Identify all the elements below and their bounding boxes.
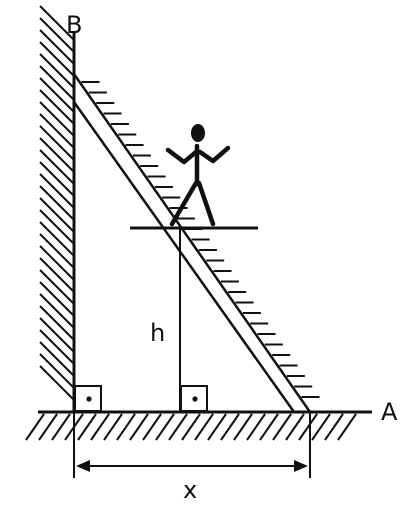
ladder-rail-upper bbox=[72, 73, 312, 413]
wall-hatch-stroke bbox=[39, 29, 75, 65]
wall-hatch-stroke bbox=[39, 185, 75, 221]
ground-hatch-stroke bbox=[77, 413, 97, 441]
ground-hatch-stroke bbox=[285, 413, 305, 441]
x-arrow-right bbox=[294, 460, 308, 472]
ground-hatch-stroke bbox=[259, 413, 279, 441]
wall-hatch-stroke bbox=[39, 17, 75, 53]
ground-hatch-stroke bbox=[90, 413, 110, 441]
wall-hatch-stroke bbox=[39, 5, 75, 41]
wall-hatch-stroke bbox=[39, 209, 75, 245]
wall-hatch-stroke bbox=[39, 257, 75, 293]
wall-hatch-stroke bbox=[39, 353, 75, 389]
right-angle-marker-icon bbox=[74, 385, 102, 412]
ground-hatch-stroke bbox=[337, 413, 357, 441]
ladder-rail-lower bbox=[72, 101, 296, 413]
label-distance-x: x bbox=[183, 476, 197, 500]
ground-hatch-stroke bbox=[168, 413, 188, 441]
wall-hatch-stroke bbox=[39, 41, 75, 77]
wall-hatch-stroke bbox=[39, 293, 75, 329]
wall-hatch-stroke bbox=[39, 161, 75, 197]
ground-hatch-stroke bbox=[272, 413, 292, 441]
ground-hatch-stroke bbox=[298, 413, 318, 441]
ground-hatch-stroke bbox=[38, 413, 58, 441]
x-arrow-left bbox=[76, 460, 90, 472]
wall-hatch-stroke bbox=[39, 173, 75, 209]
wall-hatch-stroke bbox=[39, 65, 75, 101]
wall-hatch-stroke bbox=[39, 149, 75, 185]
ground-hatch-stroke bbox=[103, 413, 123, 441]
ground-hatch-stroke bbox=[155, 413, 175, 441]
wall-hatch-stroke bbox=[39, 305, 75, 341]
wall-hatch-stroke bbox=[39, 101, 75, 137]
stick-figure-person-icon bbox=[165, 124, 231, 227]
label-point-a: A bbox=[381, 398, 398, 426]
wall-hatch-stroke bbox=[39, 77, 75, 113]
ground-hatch-stroke bbox=[142, 413, 162, 441]
ground-hatch-stroke bbox=[324, 413, 344, 441]
ground-hatch-stroke bbox=[181, 413, 201, 441]
wall-hatch-stroke bbox=[39, 221, 75, 257]
wall-hatch-stroke bbox=[39, 137, 75, 173]
ground-hatch-stroke bbox=[25, 413, 45, 441]
label-point-b: B bbox=[66, 11, 82, 39]
wall-hatch-stroke bbox=[39, 341, 75, 377]
wall-hatch-stroke bbox=[39, 89, 75, 125]
ground-hatch-stroke bbox=[51, 413, 71, 441]
wall-hatch-stroke bbox=[39, 53, 75, 89]
ground-hatch-stroke bbox=[194, 413, 214, 441]
wall-hatch-stroke bbox=[39, 113, 75, 149]
wall-hatch-stroke bbox=[39, 269, 75, 305]
ground-hatch-stroke bbox=[246, 413, 266, 441]
label-height-h: h bbox=[150, 319, 165, 347]
ground-hatch-stroke bbox=[207, 413, 227, 441]
wall-hatch-stroke bbox=[39, 197, 75, 233]
wall-hatch-stroke bbox=[39, 329, 75, 365]
wall-hatch-stroke bbox=[39, 317, 75, 353]
right-angle-marker-icon bbox=[180, 385, 208, 412]
ground-hatch-stroke bbox=[129, 413, 149, 441]
wall-hatching bbox=[39, 5, 75, 401]
wall-hatch-stroke bbox=[39, 281, 75, 317]
wall-hatch-stroke bbox=[39, 245, 75, 281]
ground-hatch-stroke bbox=[220, 413, 240, 441]
ground-hatch-stroke bbox=[311, 413, 331, 441]
wall-hatch-stroke bbox=[39, 125, 75, 161]
ground-hatch-stroke bbox=[233, 413, 253, 441]
wall-hatch-stroke bbox=[39, 233, 75, 269]
ground-hatching bbox=[25, 413, 357, 441]
ground-hatch-stroke bbox=[116, 413, 136, 441]
wall-hatch-stroke bbox=[39, 365, 75, 401]
